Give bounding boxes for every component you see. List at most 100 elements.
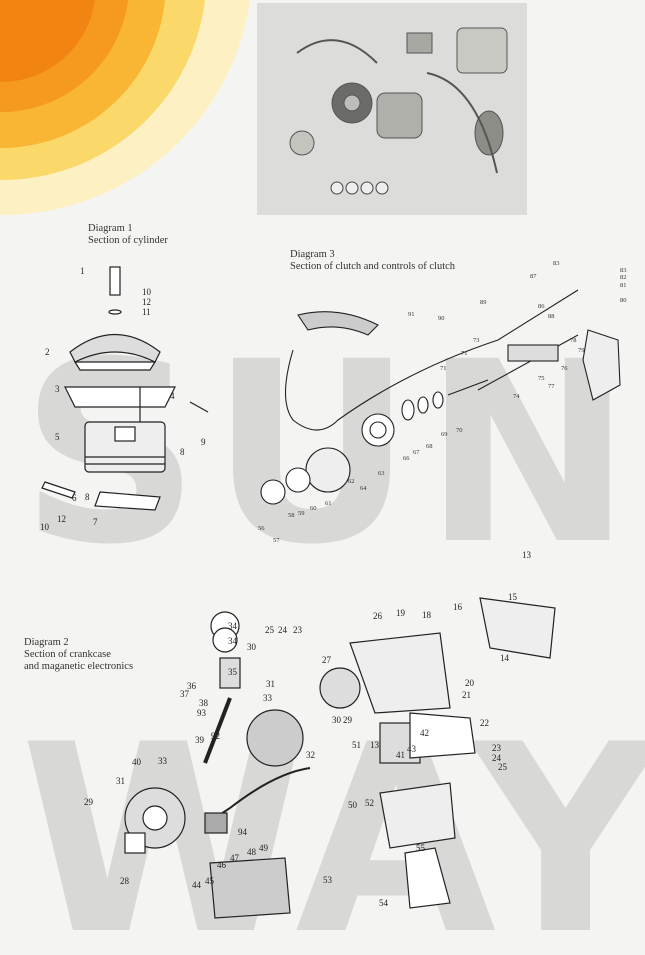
svg-text:88: 88: [548, 313, 555, 320]
svg-text:51: 51: [352, 740, 361, 750]
svg-text:23: 23: [492, 743, 502, 753]
svg-text:13: 13: [370, 740, 380, 750]
svg-text:67: 67: [413, 449, 420, 456]
svg-text:31: 31: [266, 679, 275, 689]
svg-text:29: 29: [343, 715, 353, 725]
svg-text:19: 19: [396, 608, 406, 618]
diagram2-caption: Diagram 2 Section of crankcase and magan…: [24, 637, 133, 673]
diagram1-title: Diagram 1: [88, 223, 133, 234]
engine-parts-photo: [257, 3, 527, 215]
svg-text:52: 52: [365, 798, 374, 808]
svg-text:81: 81: [620, 282, 627, 289]
svg-text:24: 24: [278, 625, 288, 635]
svg-text:3: 3: [55, 384, 60, 394]
svg-text:73: 73: [473, 337, 480, 344]
svg-text:WAY: WAY: [20, 690, 645, 955]
svg-text:87: 87: [530, 273, 537, 280]
svg-text:49: 49: [259, 843, 269, 853]
svg-text:38: 38: [199, 698, 209, 708]
svg-text:50: 50: [348, 800, 358, 810]
svg-text:63: 63: [378, 470, 385, 477]
svg-text:18: 18: [422, 610, 432, 620]
svg-text:43: 43: [407, 744, 417, 754]
svg-text:5: 5: [55, 432, 60, 442]
svg-text:30: 30: [247, 642, 257, 652]
svg-text:36: 36: [187, 681, 197, 691]
svg-text:26: 26: [373, 611, 383, 621]
svg-text:37: 37: [180, 689, 190, 699]
svg-text:61: 61: [325, 500, 332, 507]
svg-text:69: 69: [441, 431, 448, 438]
svg-text:25: 25: [265, 625, 275, 635]
diagram3-caption: Diagram 3 Section of clutch and controls…: [290, 249, 455, 273]
svg-text:4: 4: [170, 391, 175, 401]
svg-text:28: 28: [120, 876, 130, 886]
diagram2-subtitle-line2: and maganetic electronics: [24, 661, 134, 672]
svg-text:82: 82: [620, 274, 627, 281]
svg-text:93: 93: [197, 708, 207, 718]
svg-text:94: 94: [238, 827, 248, 837]
svg-text:30: 30: [332, 715, 342, 725]
diagram2-subtitle-line1: Section of crankcase: [24, 649, 111, 660]
svg-text:48: 48: [247, 847, 257, 857]
diagram1-caption: Diagram 1 Section of cylinder: [88, 223, 168, 247]
diagram2-title: Diagram 2: [24, 637, 69, 648]
svg-text:68: 68: [426, 443, 433, 450]
svg-text:16: 16: [453, 602, 463, 612]
svg-text:31: 31: [116, 776, 125, 786]
svg-text:6: 6: [72, 493, 77, 503]
svg-text:24: 24: [492, 753, 502, 763]
svg-text:29: 29: [84, 797, 94, 807]
svg-text:76: 76: [561, 365, 568, 372]
svg-text:7: 7: [93, 517, 98, 527]
svg-text:47: 47: [230, 853, 240, 863]
svg-text:2: 2: [45, 347, 50, 357]
svg-text:46: 46: [217, 860, 227, 870]
svg-text:10: 10: [142, 287, 152, 297]
svg-text:21: 21: [462, 690, 471, 700]
svg-text:78: 78: [570, 337, 577, 344]
svg-text:32: 32: [306, 750, 315, 760]
svg-text:12: 12: [142, 297, 151, 307]
svg-text:58: 58: [288, 512, 295, 519]
svg-text:11: 11: [142, 307, 151, 317]
svg-text:77: 77: [548, 383, 555, 390]
svg-text:20: 20: [465, 678, 475, 688]
svg-text:34: 34: [228, 621, 238, 631]
svg-text:91: 91: [408, 311, 415, 318]
svg-text:56: 56: [258, 525, 265, 532]
svg-text:86: 86: [538, 303, 545, 310]
svg-text:57: 57: [273, 537, 280, 544]
svg-text:70: 70: [456, 427, 463, 434]
svg-text:8: 8: [85, 492, 90, 502]
svg-text:60: 60: [310, 505, 317, 512]
svg-text:66: 66: [403, 455, 410, 462]
svg-text:45: 45: [205, 876, 215, 886]
svg-text:1: 1: [80, 266, 85, 276]
svg-text:23: 23: [293, 625, 303, 635]
diagram3-title: Diagram 3: [290, 249, 335, 260]
svg-text:54: 54: [379, 898, 389, 908]
svg-text:10: 10: [40, 522, 50, 532]
svg-text:53: 53: [323, 875, 333, 885]
svg-text:8: 8: [180, 447, 185, 457]
svg-text:64: 64: [360, 485, 367, 492]
svg-text:92: 92: [211, 731, 220, 741]
svg-text:74: 74: [513, 393, 520, 400]
svg-text:33: 33: [158, 756, 168, 766]
svg-text:83: 83: [553, 260, 560, 267]
svg-text:25: 25: [498, 762, 508, 772]
svg-text:35: 35: [228, 667, 238, 677]
svg-text:83: 83: [620, 267, 627, 274]
svg-text:90: 90: [438, 315, 445, 322]
svg-text:33: 33: [263, 693, 273, 703]
svg-text:89: 89: [480, 299, 487, 306]
svg-text:34: 34: [228, 636, 238, 646]
svg-text:79: 79: [578, 347, 585, 354]
svg-text:41: 41: [396, 750, 405, 760]
svg-text:12: 12: [57, 514, 66, 524]
svg-text:9: 9: [201, 437, 206, 447]
